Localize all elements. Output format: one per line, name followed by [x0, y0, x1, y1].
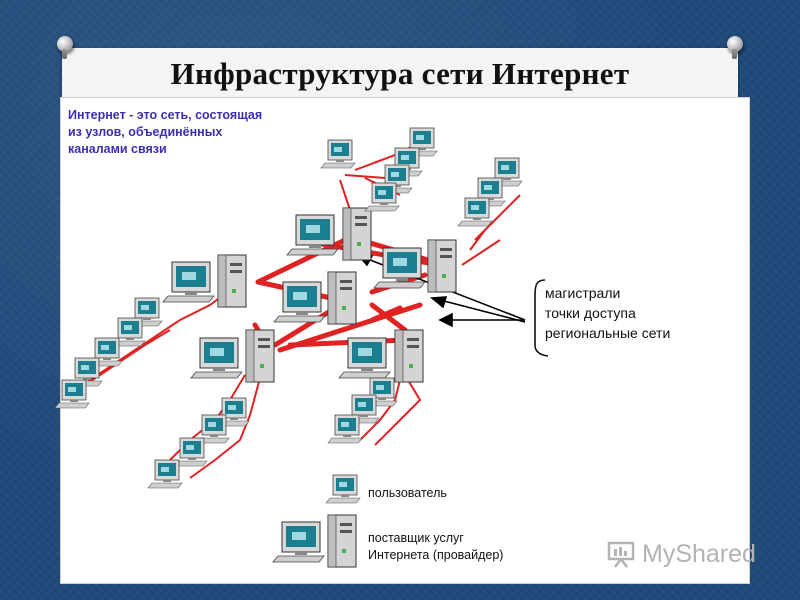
server-icon	[342, 207, 372, 261]
legend-provider-label-line2: Интернета (провайдер)	[368, 548, 504, 562]
legend-provider-label-line1: поставщик услуг	[368, 531, 464, 545]
legend-provider-server-icon	[327, 514, 357, 568]
legend-provider-computer-icon	[272, 521, 325, 563]
server-icon	[245, 329, 275, 383]
watermark-text: MyShared	[642, 539, 756, 568]
pushpin-icon	[57, 36, 73, 59]
server-icon	[394, 329, 424, 383]
label-backbone: магистрали	[545, 285, 621, 301]
computer-icon	[162, 261, 215, 303]
label-regional-networks: региональные сети	[545, 325, 671, 341]
server-icon	[217, 254, 247, 308]
label-bracket	[534, 279, 549, 357]
watermark: MyShared	[606, 538, 756, 570]
server-icon	[427, 239, 457, 293]
watermark-logo-icon	[607, 541, 635, 568]
legend-user-icon	[325, 474, 361, 504]
slide-title: Инфраструктура сети Интернет	[170, 56, 630, 91]
intro-text: Интернет - это сеть, состоящая из узлов,…	[68, 108, 263, 156]
label-access-points: точки доступа	[545, 305, 636, 321]
pushpin-icon	[727, 36, 743, 59]
computer-icon	[190, 337, 243, 379]
title-band	[62, 48, 738, 98]
server-icon	[327, 271, 357, 325]
computer-icon	[286, 214, 339, 256]
legend-user-label: пользователь	[368, 486, 447, 500]
